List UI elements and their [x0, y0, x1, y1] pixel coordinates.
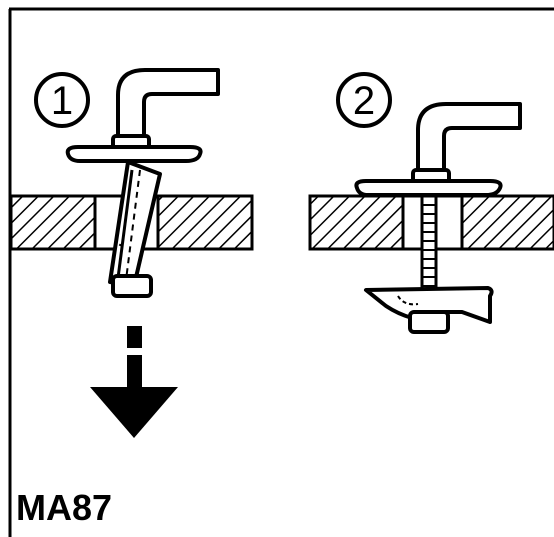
step-2-toggle-wing: [364, 286, 494, 324]
step-2-hook-bolt: [416, 102, 522, 172]
step-1-toggle-anchor: [108, 160, 162, 288]
step-2-panel: [308, 194, 554, 251]
step-1: 1: [9, 68, 254, 438]
arrow-down-icon: [90, 326, 178, 438]
step-1-number: 1: [51, 79, 73, 123]
step-2: 2: [308, 72, 554, 334]
step-1-panel: [9, 194, 254, 251]
step-1-badge: 1: [34, 72, 90, 128]
frame: [8, 7, 554, 537]
step-1-hook-bolt: [116, 68, 220, 140]
step-2-number: 2: [353, 79, 375, 123]
step-1-bottom-nut: [111, 274, 153, 298]
step-1-washer: [65, 145, 203, 163]
step-2-badge: 2: [336, 72, 392, 128]
step-2-washer: [354, 179, 503, 197]
figure-code: MA87: [16, 487, 113, 528]
step-2-bottom-nut: [408, 310, 450, 334]
